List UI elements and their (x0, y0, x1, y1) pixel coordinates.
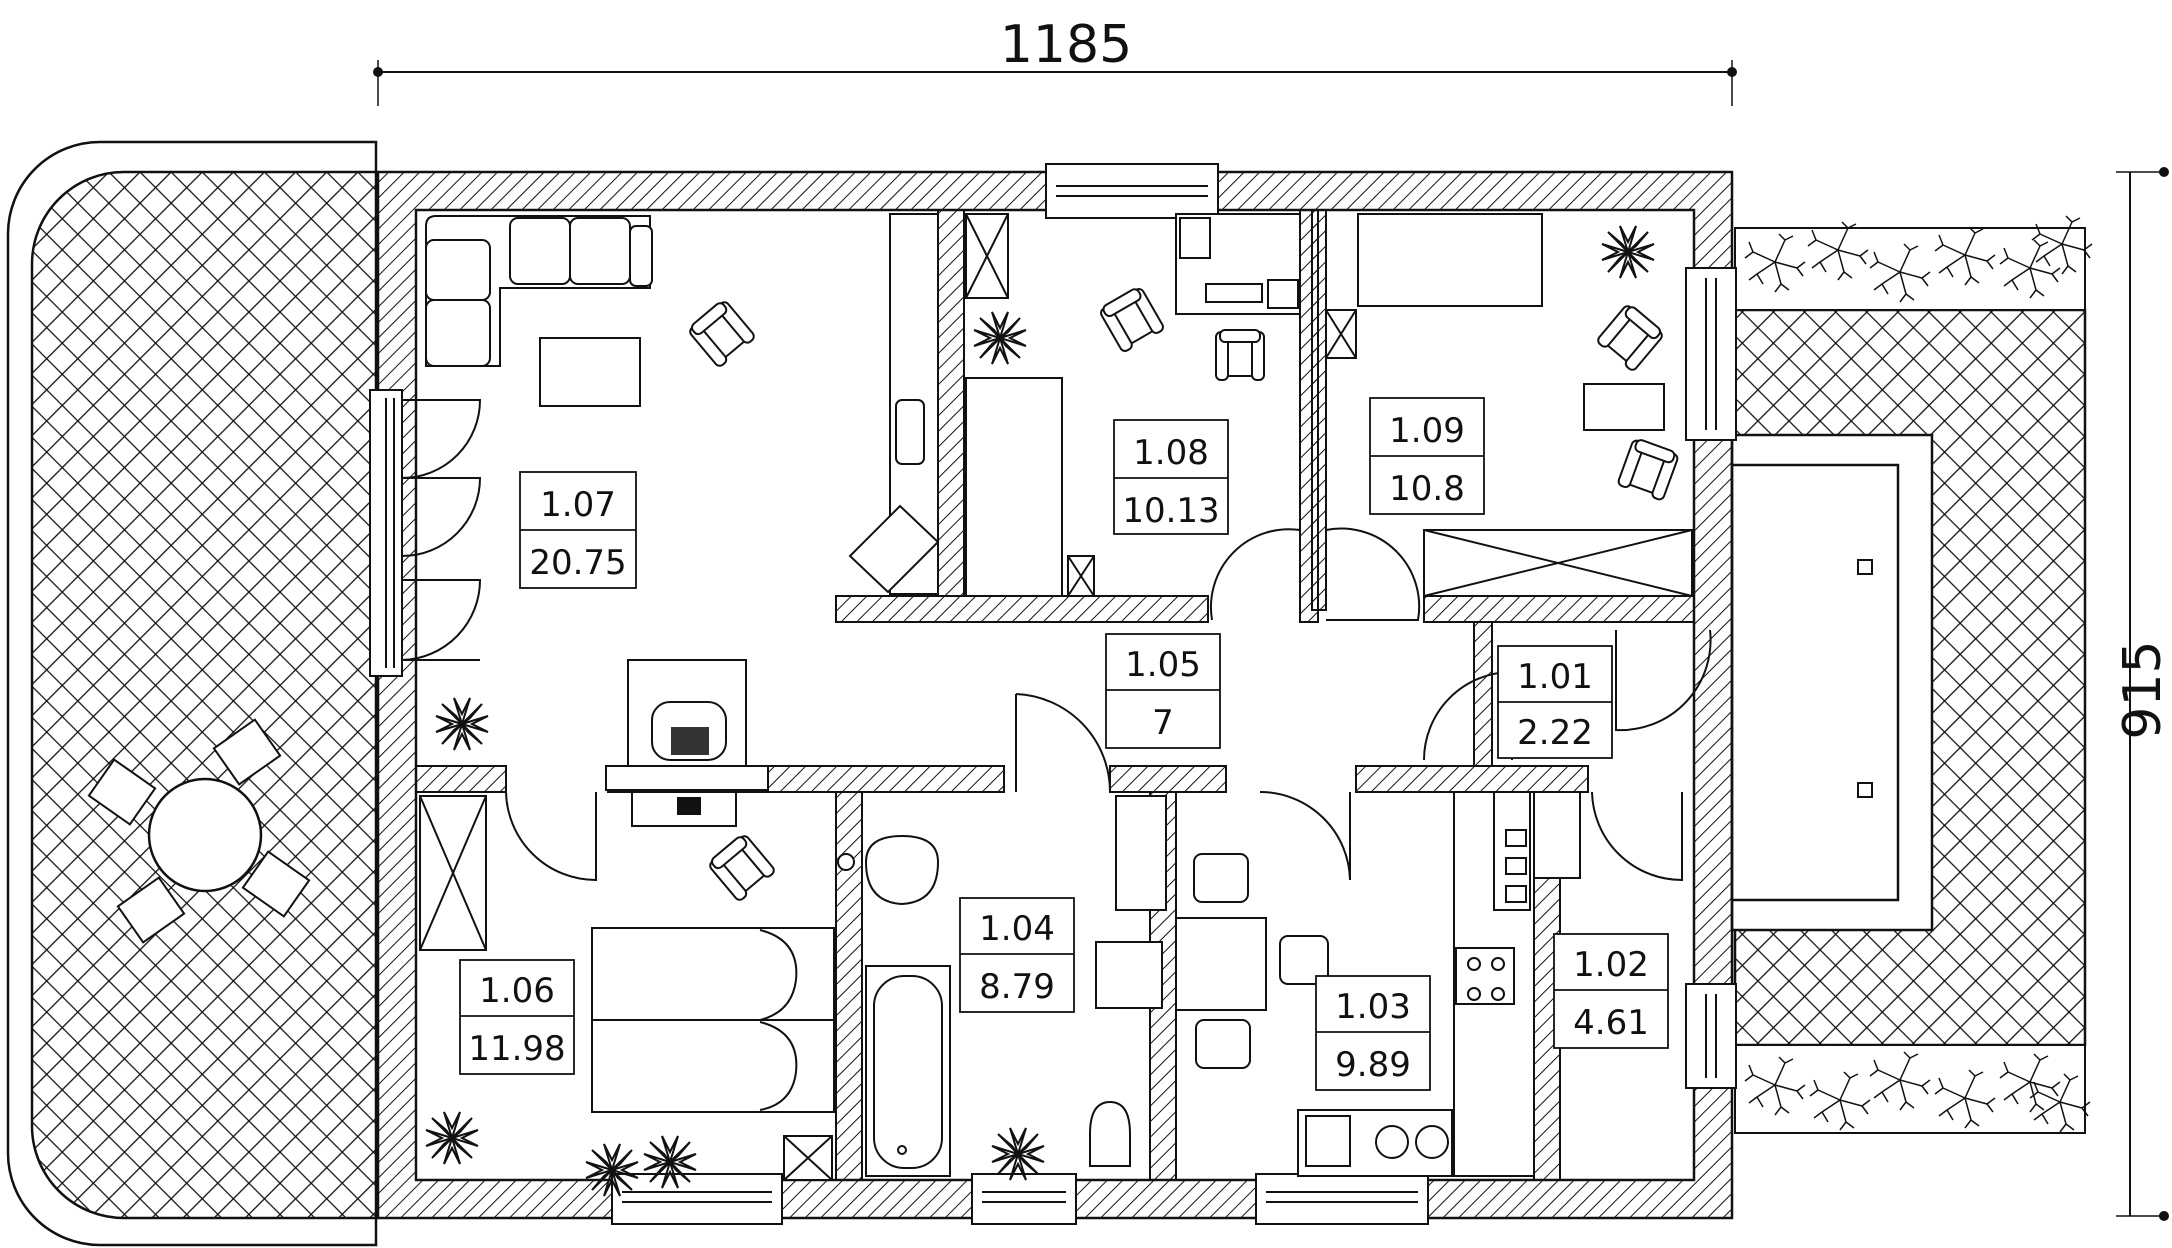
living-room-furniture (425, 215, 757, 751)
room-area: 11.98 (468, 1029, 565, 1069)
room-label-1-05: 1.05 7 (1105, 633, 1221, 749)
room-109-furniture (1325, 213, 1693, 597)
room-area: 10.8 (1389, 469, 1465, 509)
window-right-bottom (1685, 983, 1737, 1089)
terrace-right (1730, 215, 2093, 1134)
room-area: 2.22 (1517, 713, 1593, 753)
room-label-1-03: 1.03 9.89 (1315, 975, 1431, 1091)
dimension-width: 1185 (373, 15, 1737, 106)
doors (401, 399, 1712, 882)
round-table-set (87, 718, 311, 944)
room-label-1-04: 1.04 8.79 (959, 897, 1075, 1013)
room-area: 7 (1152, 703, 1174, 743)
room-number: 1.02 (1573, 945, 1649, 985)
room-area: 8.79 (979, 967, 1055, 1007)
window-bottom-1 (611, 1173, 783, 1225)
window-bottom-3 (1255, 1173, 1429, 1225)
height-label: 915 (2113, 640, 2172, 739)
room-number: 1.06 (479, 971, 555, 1011)
room-108-furniture (848, 213, 1301, 597)
window-bottom-2 (971, 1173, 1077, 1225)
room-label-1-06: 1.06 11.98 (459, 959, 575, 1075)
room-area: 20.75 (529, 543, 626, 583)
window-top (1045, 163, 1219, 219)
room-area: 4.61 (1573, 1003, 1649, 1043)
room-area: 9.89 (1335, 1045, 1411, 1085)
window-right-top (1685, 267, 1737, 441)
storage-shelves (1493, 791, 1581, 911)
room-label-1-09: 1.09 10.8 (1369, 397, 1485, 515)
room-106-furniture (419, 795, 835, 1197)
room-number: 1.03 (1335, 987, 1411, 1027)
room-labels: 1.07 20.75 1.08 10.13 1.09 10.8 1.05 7 1… (459, 397, 1669, 1091)
windows (369, 163, 1737, 1225)
terrace-left (6, 140, 378, 1247)
room-number: 1.07 (540, 485, 616, 525)
room-label-1-01: 1.01 2.22 (1497, 645, 1613, 759)
room-label-1-07: 1.07 20.75 (519, 471, 637, 589)
room-number: 1.05 (1125, 645, 1201, 685)
interior-walls (415, 209, 1695, 1181)
kitchen-fixtures (1095, 791, 1535, 1177)
window-left (369, 389, 403, 677)
room-area: 10.13 (1122, 491, 1219, 531)
room-number: 1.08 (1133, 433, 1209, 473)
room-number: 1.04 (979, 909, 1055, 949)
room-label-1-08: 1.08 10.13 (1113, 419, 1229, 535)
room-number: 1.09 (1389, 411, 1465, 451)
room-number: 1.01 (1517, 657, 1593, 697)
bathroom-fixtures (837, 834, 1131, 1181)
outer-walls (376, 170, 1734, 1220)
fireplace (605, 659, 769, 827)
width-label: 1185 (1000, 15, 1132, 75)
room-label-1-02: 1.02 4.61 (1553, 933, 1669, 1049)
dimension-height: 915 (2113, 167, 2172, 1221)
